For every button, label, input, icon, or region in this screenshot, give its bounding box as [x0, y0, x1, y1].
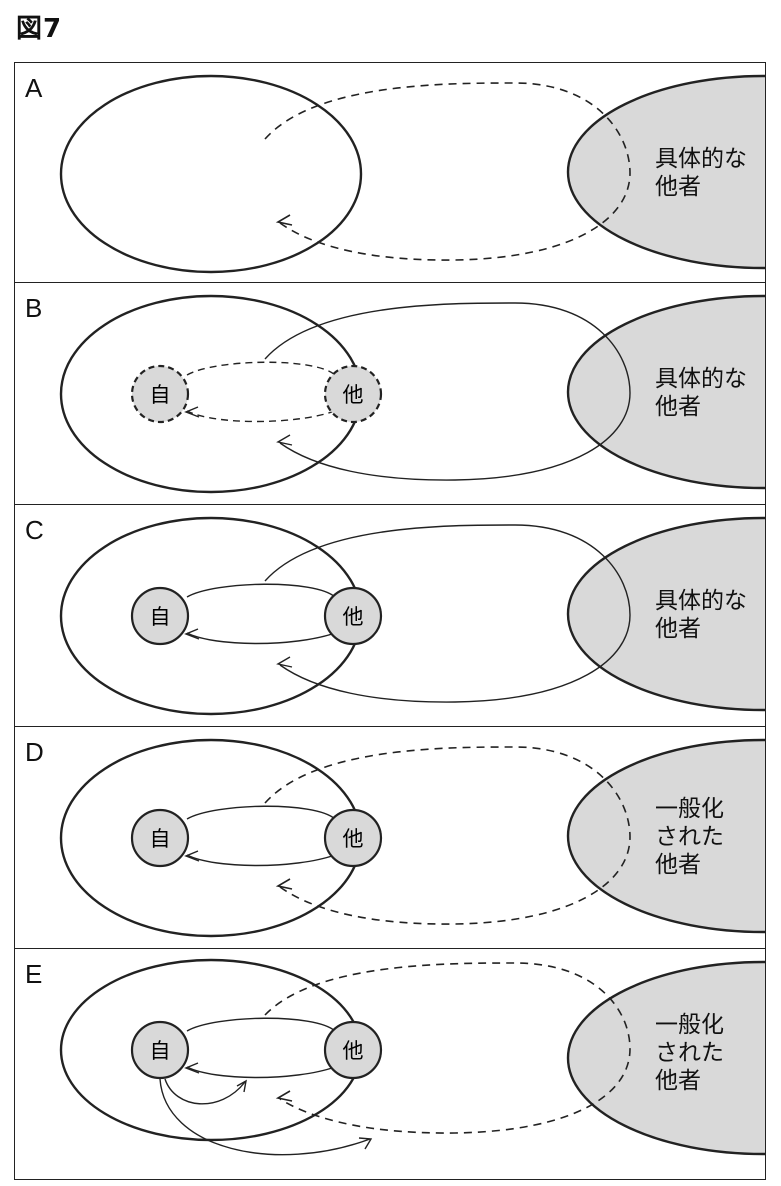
other-label-line: 他者 — [655, 616, 701, 642]
panel-label: D — [25, 737, 44, 767]
inner-loop-arrowhead — [184, 1062, 200, 1074]
outer-loop-arrowhead — [275, 1090, 293, 1102]
inner-loop — [186, 583, 336, 645]
other-label-line: 具体的な — [655, 588, 747, 614]
self-ellipse — [59, 516, 363, 716]
panel-c: C 自 他 具体的な 他者 — [14, 504, 766, 728]
other-label: 具体的な 他者 — [655, 587, 747, 643]
outer-loop-arrowhead — [276, 434, 293, 446]
self-node-label: 自 — [150, 827, 171, 851]
panel-e-diagram: 自 他 — [59, 958, 765, 1156]
other-node — [323, 364, 383, 424]
other-node-label: 他 — [343, 383, 364, 407]
inner-loop — [186, 805, 336, 867]
other-label: 一般化 された 他者 — [655, 795, 724, 879]
outer-loop-arrowhead — [275, 878, 293, 890]
other-label: 具体的な 他者 — [655, 145, 747, 201]
other-node — [323, 1020, 383, 1080]
other-node-label: 他 — [343, 605, 364, 629]
outer-loop — [264, 524, 631, 703]
other-ellipse — [566, 74, 765, 270]
self-ellipse — [59, 738, 363, 938]
figure-title: 図7 — [16, 14, 63, 44]
panel-label: A — [25, 73, 43, 103]
other-label-line: 一般化 — [655, 1012, 724, 1038]
self-ellipse — [59, 958, 363, 1142]
panel-label: E — [25, 959, 43, 989]
other-label-line: 具体的な — [655, 146, 747, 172]
panel-b-diagram: 自 他 — [59, 294, 765, 494]
self-node-label: 自 — [150, 1039, 171, 1063]
inner-loop-arrowhead — [184, 406, 200, 418]
self-feedback-arc — [164, 1078, 246, 1105]
other-label-line: 他者 — [655, 1068, 701, 1094]
outer-loop-arrowhead — [275, 214, 293, 226]
other-label-line: 他者 — [655, 174, 701, 200]
panel-c-diagram: 自 他 — [59, 516, 765, 716]
panel-b: B 自 他 具体的な 他者 — [14, 282, 766, 506]
other-label-line: 他者 — [655, 852, 701, 878]
inner-loop-arrowhead — [184, 628, 200, 640]
self-to-general-arc — [159, 1078, 371, 1156]
other-ellipse — [566, 960, 765, 1156]
self-node — [130, 586, 190, 646]
self-node-label: 自 — [150, 605, 171, 629]
panel-a-diagram — [59, 74, 765, 274]
other-label: 一般化 された 他者 — [655, 1011, 724, 1095]
other-ellipse — [566, 294, 765, 490]
other-node-label: 他 — [343, 827, 364, 851]
other-node — [323, 586, 383, 646]
self-node — [130, 364, 190, 424]
self-node — [130, 808, 190, 868]
other-ellipse — [566, 738, 765, 934]
panel-e: E 自 他 一般化 された 他者 — [14, 948, 766, 1180]
other-label-line: 一般化 — [655, 796, 724, 822]
other-node — [323, 808, 383, 868]
self-node — [130, 1020, 190, 1080]
other-label-line: された — [655, 1040, 724, 1066]
panel-a: A 具体的な 他者 — [14, 62, 766, 284]
other-label-line: された — [655, 824, 724, 850]
outer-loop — [264, 302, 631, 481]
other-label-line: 具体的な — [655, 366, 747, 392]
other-node-label: 他 — [343, 1039, 364, 1063]
self-feedback-arrowhead — [236, 1079, 247, 1093]
panel-d: D 自 他 一般化 された 他者 — [14, 726, 766, 950]
self-node-label: 自 — [150, 383, 171, 407]
other-label: 具体的な 他者 — [655, 365, 747, 421]
panel-d-diagram: 自 他 — [59, 738, 765, 938]
self-to-general-arrowhead — [358, 1137, 373, 1150]
other-ellipse — [566, 516, 765, 712]
outer-loop — [264, 82, 631, 261]
outer-loop — [264, 746, 631, 925]
panel-label: C — [25, 515, 44, 545]
inner-loop — [186, 361, 336, 423]
other-label-line: 他者 — [655, 394, 701, 420]
self-ellipse — [59, 74, 363, 274]
panel-label: B — [25, 293, 43, 323]
outer-loop — [264, 962, 631, 1134]
outer-loop-arrowhead — [276, 656, 293, 668]
inner-loop — [186, 1017, 336, 1079]
inner-loop-arrowhead — [184, 850, 200, 862]
self-ellipse — [59, 294, 363, 494]
